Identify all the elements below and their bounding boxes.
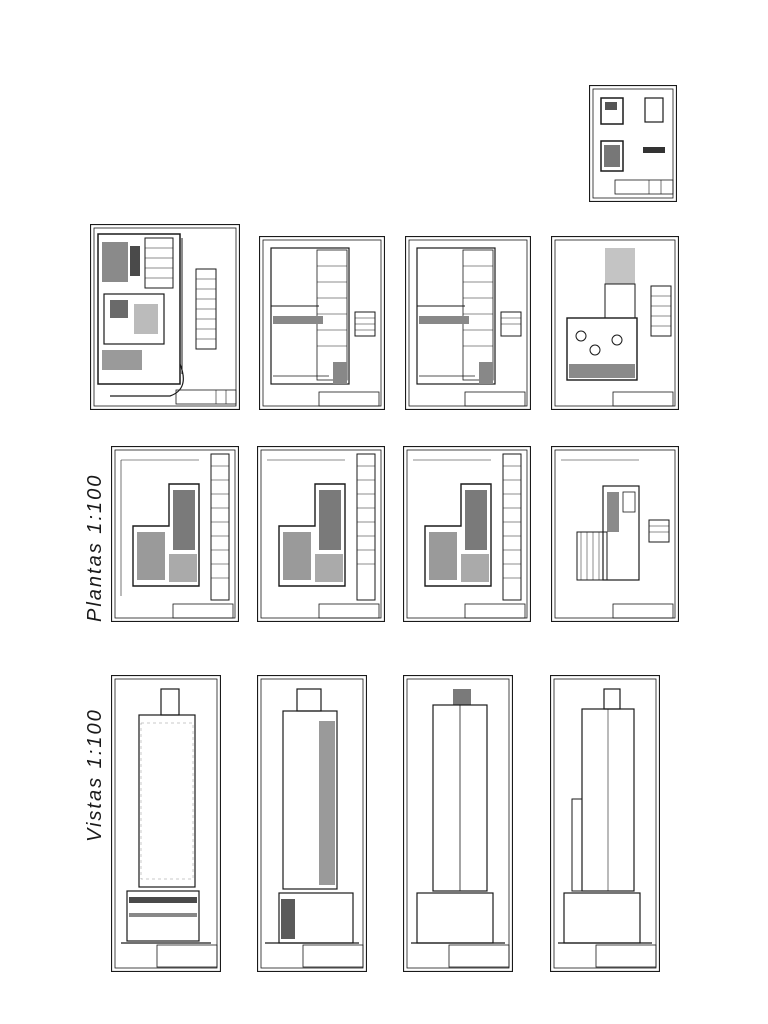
garage-plan-sheet-2[interactable] [405, 236, 531, 410]
site-plan-sheet[interactable] [90, 224, 240, 410]
section-elevation-sheet[interactable] [403, 675, 513, 972]
site-plan-drawing [90, 224, 240, 410]
rear-elevation-drawing [550, 675, 660, 972]
floor-plan-drawing-1 [111, 446, 239, 622]
roof-plan-sheet[interactable] [551, 446, 679, 622]
plantas-section-label: Plantas 1:100 [84, 473, 106, 622]
roof-plan-drawing [551, 446, 679, 622]
garage-plan-sheet-1[interactable] [259, 236, 385, 410]
floor-plan-sheet-2[interactable] [257, 446, 385, 622]
floor-plan-drawing-2 [257, 446, 385, 622]
floor-plan-sheet-3[interactable] [403, 446, 531, 622]
front-elevation-sheet[interactable] [111, 675, 221, 972]
index-sheet[interactable] [589, 85, 677, 202]
garage-plan-drawing-2 [405, 236, 531, 410]
side-elevation-drawing [257, 675, 367, 972]
vistas-section-label: Vistas 1:100 [84, 708, 106, 842]
ground-plan-sheet[interactable] [551, 236, 679, 410]
floor-plan-sheet-1[interactable] [111, 446, 239, 622]
rear-elevation-sheet[interactable] [550, 675, 660, 972]
section-elevation-drawing [403, 675, 513, 972]
ground-plan-drawing [551, 236, 679, 410]
floor-plan-drawing-3 [403, 446, 531, 622]
front-elevation-drawing [111, 675, 221, 972]
side-elevation-sheet[interactable] [257, 675, 367, 972]
index-sheet-drawing [589, 85, 677, 202]
garage-plan-drawing-1 [259, 236, 385, 410]
